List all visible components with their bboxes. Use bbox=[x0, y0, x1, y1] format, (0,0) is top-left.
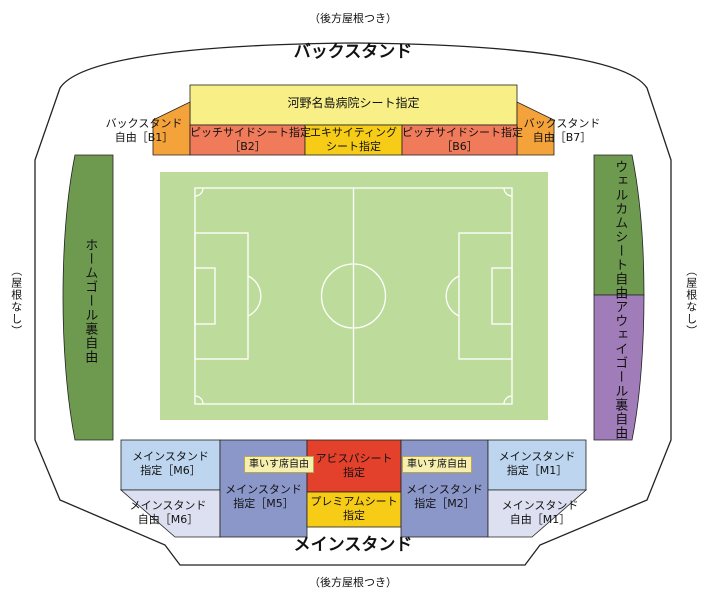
label-main-m1-reserved-line2: 指定［M1］ bbox=[506, 463, 568, 477]
label-wheelchair-left: 車いす席自由 bbox=[244, 456, 314, 473]
label-main-m6-reserved-line1: メインスタンド bbox=[132, 450, 209, 463]
section-away-goal[interactable] bbox=[593, 294, 645, 441]
label-main-m2: メインスタンド 指定［M2］ bbox=[401, 483, 488, 511]
section-main-m1-free[interactable] bbox=[487, 489, 588, 538]
label-main-m6-free: メインスタンド 自由［M6］ bbox=[118, 499, 218, 527]
label-exciting: エキサイティング シート指定 bbox=[305, 126, 402, 154]
label-main-m5-line1: メインスタンド bbox=[225, 483, 302, 496]
label-pitchside-b2-line1: ピッチサイドシート指定 bbox=[190, 126, 311, 139]
label-main-m1-free-line2: 自由［M1］ bbox=[509, 512, 571, 526]
label-premium-seat-line2: 指定 bbox=[343, 508, 365, 522]
section-pitchside-b6[interactable] bbox=[401, 124, 518, 156]
label-main-m1-reserved-line1: メインスタンド bbox=[498, 450, 576, 463]
label-pitchside-b6-line2: ［B6］ bbox=[441, 139, 478, 153]
label-back-b1: バックスタンド 自由［B1］ bbox=[99, 117, 189, 145]
label-main-m1-free-line1: メインスタンド bbox=[501, 499, 579, 512]
label-main-m1-free: メインスタンド 自由［M1］ bbox=[490, 499, 590, 527]
label-exciting-line1: エキサイティング bbox=[309, 126, 398, 139]
section-abispa-seat[interactable] bbox=[306, 439, 402, 493]
label-pitchside-b6: ピッチサイドシート指定 ［B6］ bbox=[402, 126, 523, 154]
section-pitchside-b2[interactable] bbox=[189, 124, 306, 156]
main-stand-title: メインスタンド bbox=[293, 535, 413, 555]
label-premium-seat-line1: プレミアムシート bbox=[310, 495, 398, 508]
section-premium-seat[interactable] bbox=[306, 491, 402, 528]
note-right-no-roof: （屋根なし） bbox=[684, 265, 698, 337]
label-back-b7-line2: 自由［B7］ bbox=[532, 130, 592, 144]
section-main-m6-reserved[interactable] bbox=[120, 439, 221, 491]
label-wheelchair-right: 車いす席自由 bbox=[402, 456, 472, 473]
label-main-m6-reserved: メインスタンド 指定［M6］ bbox=[121, 450, 220, 478]
label-main-m5: メインスタンド 指定［M5］ bbox=[220, 483, 307, 511]
label-abispa-seat: アビスパシート 指定 bbox=[307, 452, 401, 480]
label-main-m5-line2: 指定［M5］ bbox=[233, 496, 294, 510]
section-kawano-seat[interactable] bbox=[189, 84, 518, 126]
label-pitchside-b2-line2: ［B2］ bbox=[229, 139, 266, 153]
label-main-m6-free-line1: メインスタンド bbox=[129, 499, 207, 512]
section-main-m1-reserved[interactable] bbox=[487, 439, 587, 491]
label-main-m6-reserved-line2: 指定［M6］ bbox=[140, 463, 201, 477]
label-away-goal: アウェイゴール裏自由 bbox=[612, 300, 628, 440]
label-back-b7: バックスタンド 自由［B7］ bbox=[517, 117, 607, 145]
section-exciting[interactable] bbox=[304, 124, 403, 156]
note-bottom-roof: （後方屋根つき） bbox=[309, 576, 397, 589]
label-main-m2-line2: 指定［M2］ bbox=[414, 496, 475, 510]
label-home-goal: ホームゴール裏自由 bbox=[82, 238, 98, 364]
note-left-no-roof: （屋根なし） bbox=[9, 265, 23, 337]
label-pitchside-b2: ピッチサイドシート指定 ［B2］ bbox=[190, 126, 311, 154]
label-exciting-line2: シート指定 bbox=[326, 139, 381, 153]
label-welcome-seat: ウェルカムシート自由 bbox=[612, 160, 628, 300]
pitch-markings bbox=[194, 187, 513, 405]
label-kawano-seat: 河野名島病院シート指定 bbox=[287, 96, 420, 110]
label-main-m2-line1: メインスタンド bbox=[406, 483, 483, 496]
label-main-m1-reserved: メインスタンド 指定［M1］ bbox=[488, 450, 586, 478]
note-top-roof: （後方屋根つき） bbox=[309, 12, 397, 25]
section-home-goal[interactable] bbox=[62, 154, 114, 441]
label-back-b1-line1: バックスタンド bbox=[105, 117, 183, 130]
label-back-b1-line2: 自由［B1］ bbox=[114, 130, 174, 144]
label-abispa-seat-line2: 指定 bbox=[343, 465, 365, 479]
label-back-b7-line1: バックスタンド bbox=[523, 117, 601, 130]
label-abispa-seat-line1: アビスパシート bbox=[315, 452, 393, 465]
back-stand-title: バックスタンド bbox=[293, 42, 413, 62]
label-premium-seat: プレミアムシート 指定 bbox=[307, 495, 401, 523]
label-pitchside-b6-line1: ピッチサイドシート指定 bbox=[402, 126, 523, 139]
label-main-m6-free-line2: 自由［M6］ bbox=[137, 512, 199, 526]
